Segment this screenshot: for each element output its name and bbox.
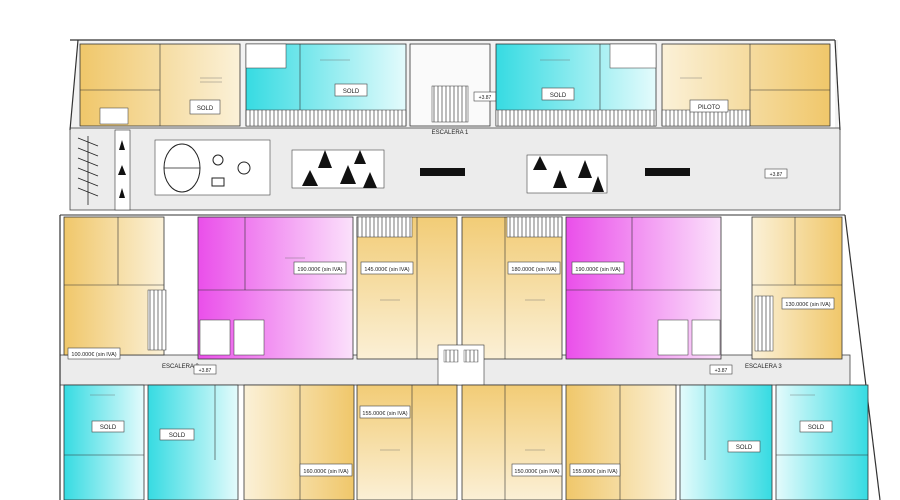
level-label: +3.87 xyxy=(199,368,212,374)
top-unit-cyan-1: SOLD xyxy=(245,43,407,127)
unit-price-label: 155.000€ (sin IVA) xyxy=(572,469,617,475)
mid-unit-left: 100.000€ (sin IVA) xyxy=(63,216,167,360)
unit-price-label: 160.000€ (sin IVA) xyxy=(303,469,348,475)
unit-price-label: 130.000€ (sin IVA) xyxy=(785,302,830,308)
top-unit-right: PILOTO xyxy=(661,43,831,127)
unit-status-label: SOLD xyxy=(550,93,567,99)
low-unit-cyan-2: SOLD xyxy=(147,384,239,500)
low-unit-cyan-3: SOLD xyxy=(679,384,773,500)
unit-price-label: 145.000€ (sin IVA) xyxy=(364,267,409,273)
low-unit-gold-1: 160.000€ (sin IVA) xyxy=(243,384,355,500)
low-unit-gold-4: 155.000€ (sin IVA) xyxy=(565,384,677,500)
low-unit-cyan-4: SOLD xyxy=(775,384,869,500)
unit-price-label: 180.000€ (sin IVA) xyxy=(511,267,556,273)
unit-status-label: SOLD xyxy=(736,445,753,451)
unit-status-label: PILOTO xyxy=(698,105,720,111)
unit-status-label: SOLD xyxy=(808,425,825,431)
unit-price-label: 190.000€ (sin IVA) xyxy=(575,267,620,273)
level-label: +3.87 xyxy=(715,368,728,374)
stair-core-mid xyxy=(437,344,485,386)
unit-price-label: 100.000€ (sin IVA) xyxy=(71,352,116,358)
unit-price-label: 150.000€ (sin IVA) xyxy=(514,469,559,475)
low-unit-cyan-1: SOLD xyxy=(63,384,145,500)
top-unit-cyan-2: SOLD xyxy=(495,43,657,127)
mid-unit-pink-1: 190.000€ (sin IVA) xyxy=(197,216,354,360)
unit-status-label: SOLD xyxy=(100,425,117,431)
palm-cluster-left xyxy=(291,149,385,189)
level-label: +3.87 xyxy=(479,95,492,101)
stair-1-label: ESCALERA 1 xyxy=(432,130,469,136)
unit-status-label: SOLD xyxy=(169,433,186,439)
level-label: +3.87 xyxy=(770,172,783,178)
mid-unit-gold-1: 145.000€ (sin IVA) xyxy=(356,216,458,360)
bike-rack xyxy=(77,136,99,205)
palm-tree-icon xyxy=(118,140,126,198)
top-unit-left: SOLD xyxy=(79,43,241,127)
stair-core-top: +3.87 ESCALERA 1 xyxy=(409,43,497,136)
mid-unit-pink-2: 190.000€ (sin IVA) xyxy=(565,216,722,360)
mid-unit-gold-2: 180.000€ (sin IVA) xyxy=(461,216,563,360)
bench xyxy=(420,168,690,176)
palm-cluster-right xyxy=(526,154,608,194)
low-unit-gold-2: 155.000€ (sin IVA) xyxy=(356,384,458,500)
stair-2-label: ESCALERA 2 xyxy=(162,364,199,370)
unit-price-label: 190.000€ (sin IVA) xyxy=(297,267,342,273)
unit-price-label: 155.000€ (sin IVA) xyxy=(362,411,407,417)
low-unit-gold-3: 150.000€ (sin IVA) xyxy=(461,384,563,500)
unit-status-label: SOLD xyxy=(197,106,214,112)
courtyard: +3.87 xyxy=(77,129,788,211)
mid-unit-right: 130.000€ (sin IVA) xyxy=(751,216,843,360)
fine-detail-lines xyxy=(90,59,815,451)
unit-status-label: SOLD xyxy=(343,89,360,95)
stair-3-label: ESCALERA 3 xyxy=(745,364,782,370)
